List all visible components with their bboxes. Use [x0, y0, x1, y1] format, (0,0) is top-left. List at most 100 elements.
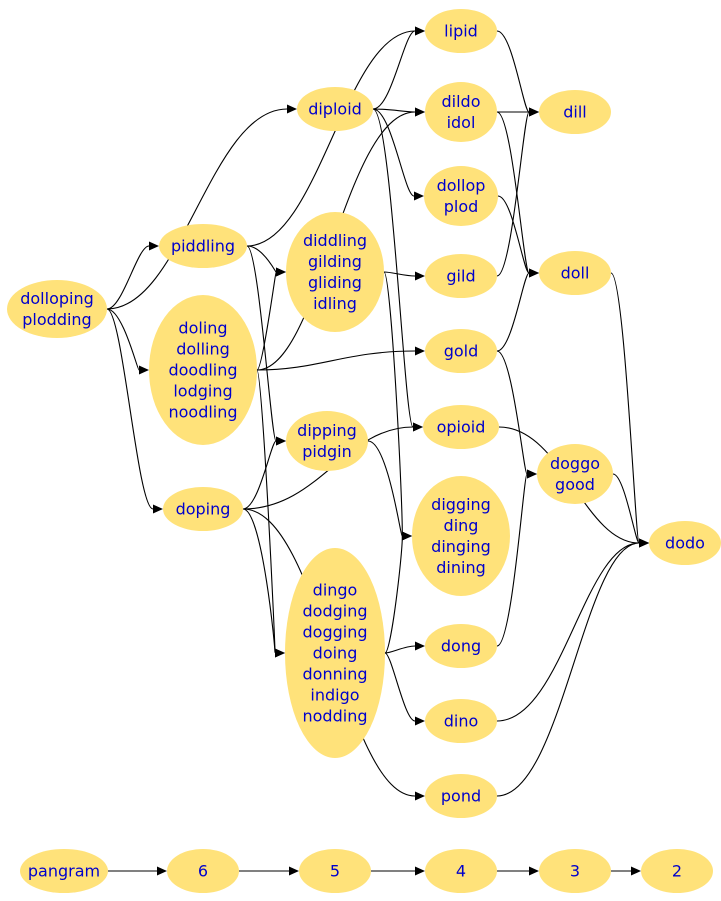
edge-dolloping-to-doling — [106, 308, 149, 375]
arrowhead-icon — [415, 26, 425, 36]
node-label: 2 — [672, 862, 682, 881]
arrowhead-icon — [415, 271, 425, 281]
edge-line — [372, 30, 416, 110]
node-diploid: diploid — [297, 87, 373, 131]
arrowhead-icon — [153, 504, 163, 514]
node-label: dining — [436, 558, 485, 577]
edge-diddling-to-digging — [383, 271, 412, 541]
node-label: indigo — [310, 686, 359, 705]
edge-line — [384, 535, 403, 654]
edge-diploid-to-opioid — [372, 108, 423, 432]
edge-line — [242, 440, 277, 510]
node-shape — [425, 774, 497, 818]
arrowhead-icon — [639, 538, 649, 548]
edge-doll-to-dodo — [610, 272, 649, 548]
edge-gold-to-doggo — [496, 350, 537, 479]
node-label: lipid — [444, 22, 478, 41]
edge-line — [383, 271, 403, 537]
arrowhead-icon — [415, 866, 425, 876]
edge-gild-to-dill — [496, 107, 539, 277]
arrowhead-icon — [529, 268, 539, 278]
edge-diploid-to-dildo — [372, 107, 425, 117]
node-shape — [539, 251, 611, 295]
node-shape — [297, 87, 373, 131]
arrowhead-icon — [287, 104, 297, 114]
edge-line — [496, 542, 640, 797]
node-label: doing — [313, 644, 358, 663]
node-label: doodling — [168, 361, 237, 380]
edge-lipid-to-dill — [496, 30, 539, 117]
edge-dildo-to-doll — [496, 111, 539, 278]
node-shape — [425, 624, 497, 668]
node-label: gold — [444, 342, 479, 361]
node-label: dill — [563, 103, 587, 122]
arrowhead-icon — [149, 241, 159, 251]
node-shape — [149, 295, 257, 445]
edge-line — [256, 369, 276, 654]
edge-line — [256, 350, 416, 371]
arrowhead-icon — [414, 191, 424, 201]
edge-dipping-to-digging — [367, 440, 412, 541]
node-shape — [423, 405, 499, 449]
edge-doling-to-gold — [256, 346, 425, 371]
node-label: doggo — [550, 454, 600, 473]
node-label: doling — [178, 319, 227, 338]
node-label: opioid — [437, 418, 486, 437]
arrowhead-icon — [276, 436, 286, 446]
node-shape — [299, 849, 371, 893]
edge-line — [106, 308, 154, 510]
node-shape — [425, 699, 497, 743]
edge-doling-to-diddling — [256, 267, 286, 371]
node-label: idling — [313, 294, 357, 313]
edge-dingo-to-digging — [384, 531, 412, 654]
edge-line — [383, 271, 416, 277]
edge-line — [106, 308, 140, 371]
node-label: digging — [431, 495, 491, 514]
node-label: dodging — [303, 602, 368, 621]
edge-line — [242, 508, 276, 654]
edge-n4-to-n3 — [496, 866, 539, 876]
edge-line — [256, 271, 277, 371]
node-label: doping — [176, 500, 231, 519]
node-shape — [167, 849, 239, 893]
edge-diddling-to-gild — [383, 271, 425, 281]
edge-line — [612, 473, 640, 544]
edge-dolloping-to-doping — [106, 308, 163, 514]
node-dingo: dingododgingdoggingdoingdonningindigonod… — [285, 548, 385, 758]
node-dodo: dodo — [649, 521, 721, 565]
node-shape — [286, 411, 368, 471]
node-label: dodo — [665, 534, 705, 553]
node-label: 5 — [330, 862, 340, 881]
edge-line — [496, 542, 640, 722]
node-label: lodging — [173, 382, 232, 401]
edge-dingo-to-dino — [384, 652, 425, 726]
node-label: 4 — [456, 862, 466, 881]
node-label: dingo — [313, 581, 358, 600]
arrowhead-icon — [415, 346, 425, 356]
node-label: pond — [441, 787, 481, 806]
edge-line — [610, 272, 640, 544]
edge-line — [246, 30, 416, 247]
arrowhead-icon — [413, 422, 423, 432]
edge-line — [372, 108, 416, 113]
arrowhead-icon — [275, 648, 285, 658]
edge-dong-to-doggo — [496, 469, 537, 647]
arrowhead-icon — [415, 641, 425, 651]
node-pangram: pangram — [20, 849, 108, 893]
node-shape — [425, 9, 497, 53]
node-shape — [641, 849, 713, 893]
node-shape — [425, 849, 497, 893]
edge-diploid-to-lipid — [372, 26, 425, 110]
node-n4: 4 — [425, 849, 497, 893]
edge-line — [106, 245, 150, 310]
edge-n5-to-n4 — [370, 866, 425, 876]
edge-pangram-to-n6 — [107, 866, 167, 876]
